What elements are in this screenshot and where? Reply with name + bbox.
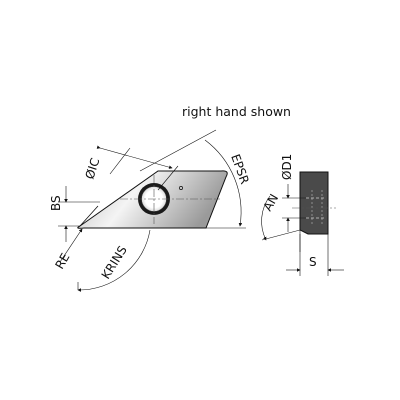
an-dimension: AN — [260, 172, 301, 252]
re-dimension: RE — [52, 228, 83, 272]
insert-top-view — [77, 170, 228, 229]
label-s: S — [309, 255, 317, 269]
label-ic: ØIC — [83, 156, 103, 181]
d1-dimension: ØD1 — [280, 154, 306, 232]
bs-chamfer-edge — [79, 205, 99, 227]
krins-dimension: KRINS — [77, 227, 160, 292]
label-an: AN — [260, 192, 281, 214]
caption-right-hand-shown: right hand shown — [182, 104, 291, 119]
ic-dimension: ØIC — [83, 145, 179, 191]
label-d1: ØD1 — [280, 154, 294, 180]
bs-dimension: BS — [49, 186, 100, 242]
s-dimension: S — [286, 234, 344, 276]
label-re: RE — [52, 251, 72, 272]
orientation-mark — [179, 186, 183, 190]
label-krins: KRINS — [99, 243, 130, 281]
insert-side-view — [292, 171, 336, 235]
label-epsr: EPSR — [228, 152, 252, 186]
side-view-body — [299, 171, 329, 235]
label-bs: BS — [49, 195, 63, 211]
